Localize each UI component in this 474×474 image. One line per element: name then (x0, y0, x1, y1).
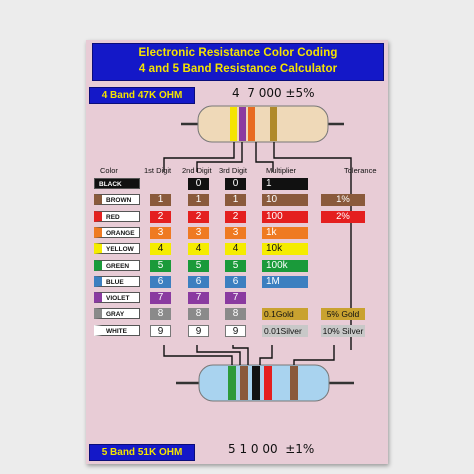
digit2-cell: 8 (188, 308, 209, 321)
four-band-badge: 4 Band 47K OHM (89, 87, 195, 104)
four-band-band-3 (248, 107, 255, 141)
digit2-cell: 1 (188, 194, 209, 207)
title-line-1: Electronic Resistance Color Coding (138, 47, 338, 59)
connector-bot-3 (232, 345, 249, 365)
col-head-tolerance: Tolerance (344, 166, 377, 175)
digit3-cell: 0 (225, 178, 246, 190)
col-head-digit2: 2nd Digit (182, 166, 212, 175)
digit3-cell: 5 (225, 259, 246, 272)
connector-bot-2 (196, 345, 241, 365)
tolerance-cell: 2% (321, 210, 365, 223)
four-band-reading: 4 7 000 ±5% (232, 86, 315, 100)
digit3-cell: 2 (225, 210, 246, 223)
title-line-2: 4 and 5 Band Resistance Calculator (138, 63, 338, 75)
four-band-resistor (181, 105, 344, 143)
color-label-brown: BROWN (94, 194, 140, 206)
multiplier-cell: 0.1Gold (262, 308, 308, 321)
color-label-gray: GRAY (94, 308, 140, 320)
four-band-band-1 (230, 107, 237, 141)
col-head-digit3: 3rd Digit (219, 166, 247, 175)
color-label-black: BLACK (94, 178, 140, 189)
digit1-cell: 3 (150, 226, 171, 239)
multiplier-cell: 100k (262, 259, 308, 272)
four-band-band-2 (239, 107, 246, 141)
connector-bot-5 (293, 345, 335, 365)
color-label-blue: BLUE (94, 275, 140, 287)
digit2-cell: 2 (188, 210, 209, 223)
five-band-band-5 (290, 366, 298, 400)
color-label-red: RED (94, 210, 140, 222)
multiplier-cell: 1 (262, 178, 308, 190)
digit3-cell: 9 (225, 324, 246, 337)
connector-top-2 (196, 142, 243, 172)
digit2-cell: 9 (188, 324, 209, 337)
color-label-violet: VIOLET (94, 292, 140, 304)
five-band-reading: 5 1 0 00 ±1% (228, 442, 315, 456)
digit3-cell: 8 (225, 308, 246, 321)
title-banner: Electronic Resistance Color Coding 4 and… (92, 43, 384, 81)
digit2-cell: 4 (188, 243, 209, 256)
tolerance-cell: 10% Silver (321, 324, 365, 337)
digit3-cell: 7 (225, 292, 246, 305)
connector-top-3 (255, 142, 274, 172)
tolerance-cell: 1% (321, 194, 365, 207)
digit1-cell: 4 (150, 243, 171, 256)
color-label-orange: ORANGE (94, 226, 140, 238)
digit3-cell: 6 (225, 275, 246, 288)
digit1-cell: 5 (150, 259, 171, 272)
multiplier-cell: 1k (262, 226, 308, 239)
multiplier-cell: 10 (262, 194, 308, 207)
digit3-cell: 4 (225, 243, 246, 256)
five-band-band-3 (252, 366, 260, 400)
digit1-cell: 2 (150, 210, 171, 223)
poster: Electronic Resistance Color Coding 4 and… (86, 40, 388, 464)
digit2-cell: 5 (188, 259, 209, 272)
five-band-badge: 5 Band 51K OHM (89, 444, 195, 461)
digit1-cell: 9 (150, 324, 171, 337)
multiplier-cell: 100 (262, 210, 308, 223)
digit1-cell: 6 (150, 275, 171, 288)
five-band-band-2 (240, 366, 248, 400)
digit2-cell: 3 (188, 226, 209, 239)
connector-lines (163, 142, 352, 365)
color-label-white: WHITE (94, 324, 140, 336)
color-label-green: GREEN (94, 259, 140, 271)
diagram-drawing (163, 105, 354, 402)
digit2-cell: 7 (188, 292, 209, 305)
digit3-cell: 1 (225, 194, 246, 207)
col-head-multiplier: Multiplier (266, 166, 297, 175)
digit1-cell: 1 (150, 194, 171, 207)
tolerance-cell: 5% Gold (321, 308, 365, 321)
digit1-cell: 7 (150, 292, 171, 305)
multiplier-cell: 10k (262, 243, 308, 256)
digit3-cell: 3 (225, 226, 246, 239)
digit1-cell: 8 (150, 308, 171, 321)
five-band-band-4 (264, 366, 272, 400)
digit2-cell: 0 (188, 178, 209, 190)
connector-bot-1 (163, 345, 233, 365)
connector-top-4 (273, 142, 352, 350)
color-label-yellow: YELLOW (94, 243, 140, 255)
five-band-band-1 (228, 366, 236, 400)
multiplier-cell: 0.01Silver (262, 324, 308, 337)
connector-top-1 (163, 142, 235, 172)
multiplier-cell: 1M (262, 275, 308, 288)
col-head-color: Color (100, 166, 118, 175)
col-head-digit1: 1st Digit (144, 166, 172, 175)
digit2-cell: 6 (188, 275, 209, 288)
five-band-resistor (176, 364, 354, 402)
four-band-band-4 (270, 107, 277, 141)
connector-bot-4 (259, 345, 273, 365)
